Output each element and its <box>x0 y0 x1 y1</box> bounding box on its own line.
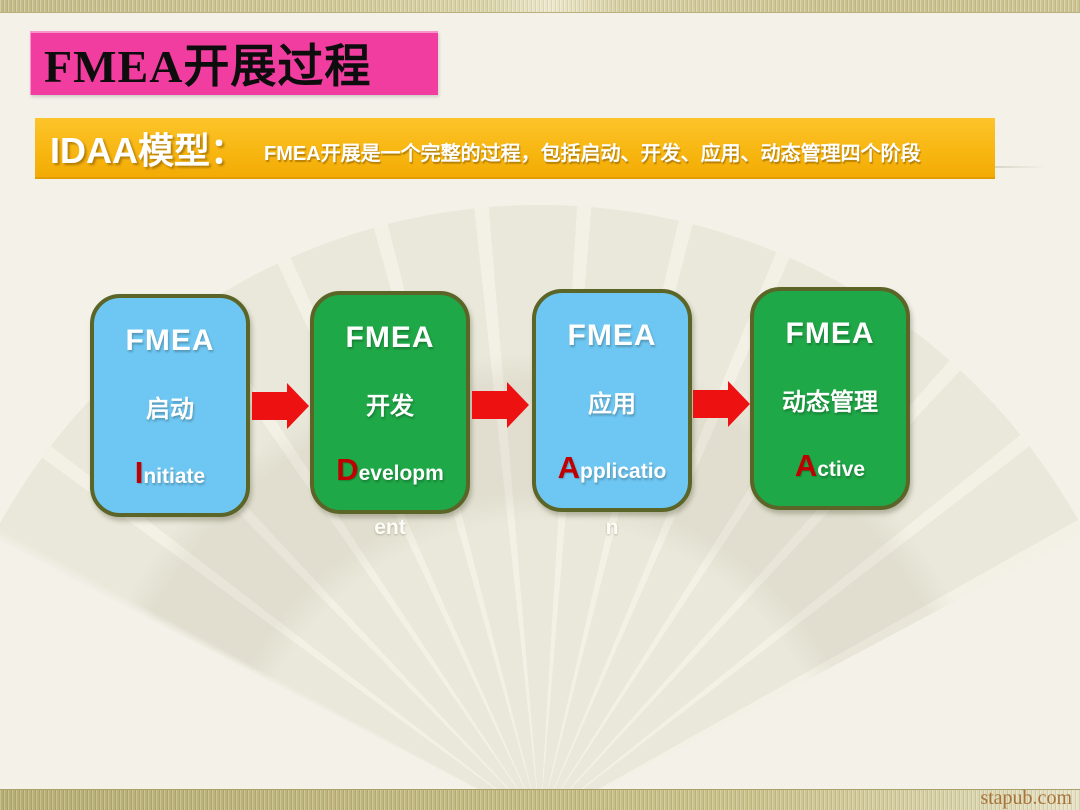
step-stage-en: Developm <box>336 452 444 488</box>
step-en-rest: pplicatio <box>580 460 667 483</box>
step-title: FMEA <box>345 321 435 354</box>
step-en-initial: A <box>557 450 581 485</box>
arrow-right-icon <box>472 382 529 428</box>
flow-step-active: FMEA 动态管理 Active <box>750 287 910 510</box>
banner-tail-line <box>995 166 1045 168</box>
flow-step-application: FMEA 应用 Applicatio <box>532 289 692 512</box>
step-title: FMEA <box>125 324 215 357</box>
slide-title-bar: FMEA开展过程 <box>30 31 438 95</box>
step-en-overflow: ent <box>374 516 406 539</box>
step-en-initial: D <box>336 452 359 487</box>
watermark: stapub.com <box>980 787 1072 809</box>
top-decorative-strip <box>0 0 1080 13</box>
model-banner-label: IDAA模型： <box>50 129 246 171</box>
model-banner: IDAA模型： FMEA开展是一个完整的过程，包括启动、开发、应用、动态管理四个… <box>35 118 995 179</box>
model-banner-description: FMEA开展是一个完整的过程，包括启动、开发、应用、动态管理四个阶段 <box>264 143 921 165</box>
flow-step-develop: FMEA 开发 Developm <box>310 291 470 514</box>
step-en-overflow: n <box>605 516 619 539</box>
step-stage-en: Initiate <box>135 455 205 491</box>
step-en-initial: I <box>134 455 144 490</box>
flow-step-initiate: FMEA 启动 Initiate <box>90 294 250 517</box>
step-title: FMEA <box>567 319 657 352</box>
step-en-initial: A <box>794 448 818 483</box>
step-stage-cn: 应用 <box>588 391 636 418</box>
step-stage-cn: 动态管理 <box>782 389 878 416</box>
arrow-right-icon <box>252 383 309 429</box>
step-en-rest: evelopm <box>358 462 444 485</box>
step-stage-cn: 开发 <box>366 393 414 420</box>
slide-title: FMEA开展过程 <box>44 41 372 92</box>
step-title: FMEA <box>785 317 875 350</box>
step-stage-en: Applicatio <box>558 450 667 486</box>
arrow-right-icon <box>693 381 750 427</box>
step-en-rest: nitiate <box>143 465 206 488</box>
step-stage-en: Active <box>795 448 865 484</box>
step-stage-cn: 启动 <box>146 396 194 423</box>
footer-decorative-strip: stapub.com <box>0 787 1080 810</box>
step-en-rest: ctive <box>817 458 866 481</box>
